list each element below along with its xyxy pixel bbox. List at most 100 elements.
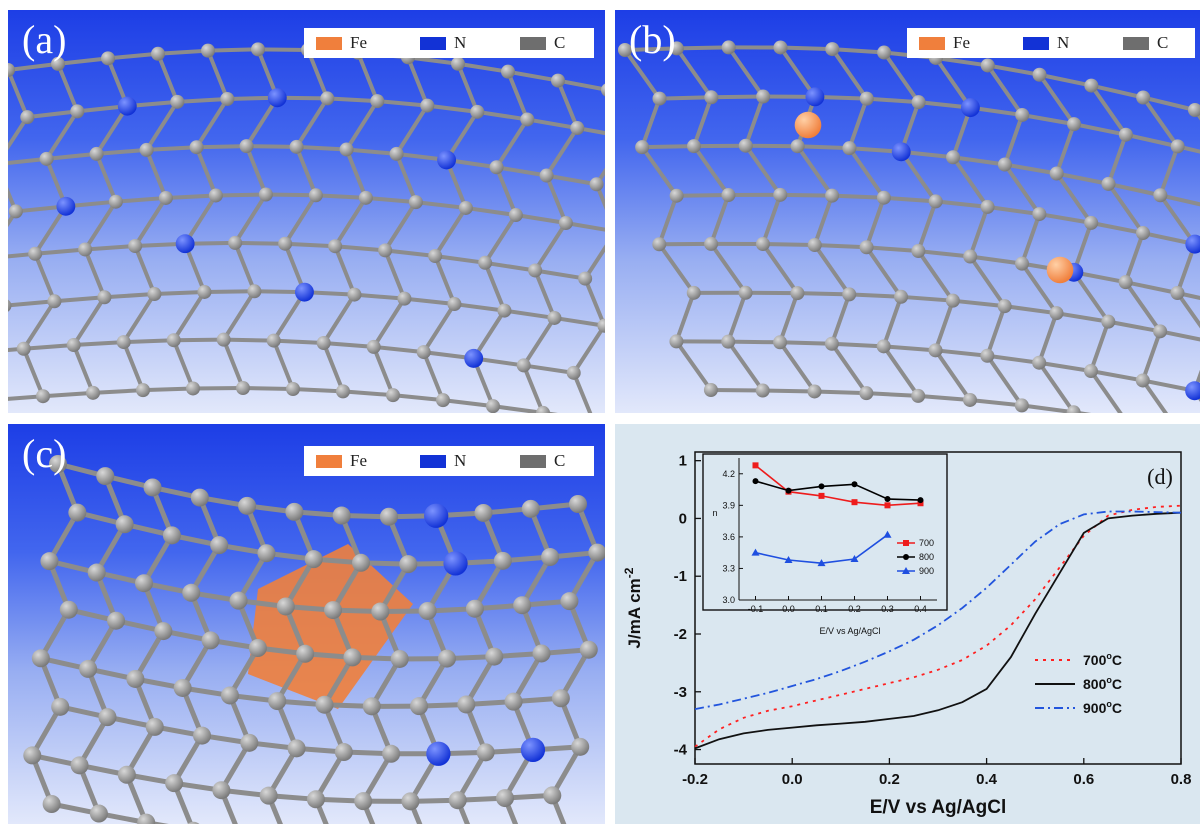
- nitrogen-atom: [424, 503, 449, 528]
- bond: [194, 97, 229, 149]
- carbon-atom: [128, 238, 143, 253]
- carbon-atom: [571, 737, 590, 756]
- carbon-atom: [418, 601, 437, 620]
- carbon-atom: [397, 291, 412, 306]
- bond: [534, 268, 586, 281]
- carbon-atom: [208, 188, 223, 203]
- bond: [34, 247, 86, 256]
- carbon-atom: [1118, 127, 1133, 142]
- carbon-atom: [894, 289, 909, 304]
- bond: [847, 147, 886, 199]
- carbon-atom: [362, 697, 381, 716]
- panel-d-tag: (d): [1147, 464, 1173, 489]
- bond: [533, 269, 557, 319]
- bond: [526, 117, 578, 131]
- carbon-atom: [165, 774, 184, 793]
- carbon-atom: [686, 139, 701, 154]
- inset-series-line-800: [755, 480, 921, 501]
- bond: [594, 167, 605, 186]
- bond: [565, 221, 605, 232]
- carbon-atom: [47, 294, 62, 309]
- bond: [342, 389, 394, 398]
- main-series: [694, 504, 1182, 750]
- bond: [814, 242, 867, 250]
- bond: [394, 104, 429, 155]
- panel-b-molecule: [618, 40, 1200, 413]
- bond: [674, 340, 713, 392]
- carbon-atom: [547, 310, 562, 325]
- inset-marker-square: [818, 492, 825, 499]
- carbon-atom: [755, 236, 770, 251]
- carbon-atom: [508, 208, 523, 223]
- carbon-atom: [316, 335, 331, 350]
- bond: [344, 148, 368, 199]
- carbon-atom: [1032, 355, 1047, 370]
- carbon-atom: [390, 649, 409, 668]
- bond: [1125, 132, 1179, 149]
- bond: [554, 315, 605, 328]
- bond: [406, 56, 430, 107]
- carbon-atom: [212, 781, 231, 800]
- carbon-atom: [220, 686, 239, 705]
- bond: [165, 193, 216, 200]
- y-tick-label: -2: [674, 626, 687, 643]
- bond: [223, 337, 274, 343]
- carbon-atom: [963, 392, 977, 407]
- bond: [47, 511, 80, 563]
- carbon-atom: [89, 804, 108, 823]
- carbon-atom: [1015, 107, 1030, 122]
- y-tick-label: -1: [674, 568, 687, 585]
- carbon-atom: [40, 552, 59, 571]
- bond: [257, 47, 309, 52]
- bond: [883, 195, 936, 204]
- carbon-atom: [315, 695, 334, 714]
- bond: [415, 200, 467, 210]
- bond: [365, 195, 417, 205]
- carbon-atom: [859, 91, 874, 106]
- nitrogen-atom: [56, 196, 76, 216]
- inset-y-tick-label: 3.9: [722, 500, 735, 510]
- panel-b-tag: (b): [629, 17, 676, 62]
- bond: [271, 339, 295, 390]
- bond: [558, 648, 591, 700]
- bond: [692, 145, 731, 197]
- carbon-atom: [386, 388, 400, 403]
- bond: [54, 295, 105, 304]
- carbon-atom: [501, 64, 515, 79]
- bond: [1003, 163, 1041, 216]
- atom-lattice: [8, 42, 605, 413]
- carbon-atom: [1066, 405, 1081, 413]
- carbon-atom: [1014, 398, 1029, 413]
- carbon-atom: [162, 526, 181, 545]
- carbon-atom: [49, 455, 67, 473]
- inset-legend-label: 800: [919, 552, 934, 562]
- bond-lattice: [8, 47, 605, 413]
- iron-atom: [1046, 256, 1074, 284]
- carbon-atom: [354, 792, 373, 811]
- bond: [546, 173, 597, 187]
- bond: [881, 296, 903, 348]
- legend-label: 800oC: [1083, 675, 1122, 692]
- bond: [504, 308, 555, 320]
- legend-c-swatch: [1123, 37, 1149, 50]
- bond: [183, 194, 218, 245]
- carbon-atom: [89, 146, 104, 161]
- bond: [812, 194, 834, 246]
- bond: [521, 364, 545, 413]
- bond: [72, 296, 107, 347]
- bond: [544, 126, 579, 177]
- panel-a-tag: (a): [22, 17, 67, 62]
- carbon-atom: [790, 286, 805, 301]
- bond: [676, 45, 729, 51]
- bond: [71, 344, 95, 394]
- inset-x-tick-label: 0.1: [815, 604, 828, 614]
- carbon-atom: [266, 333, 281, 348]
- carbon-atom: [166, 333, 181, 348]
- bond: [744, 144, 782, 196]
- bond: [434, 254, 486, 265]
- bond: [107, 51, 159, 61]
- bond: [8, 186, 18, 213]
- bond: [866, 245, 919, 254]
- carbon-atom: [470, 104, 485, 119]
- bond: [371, 346, 395, 396]
